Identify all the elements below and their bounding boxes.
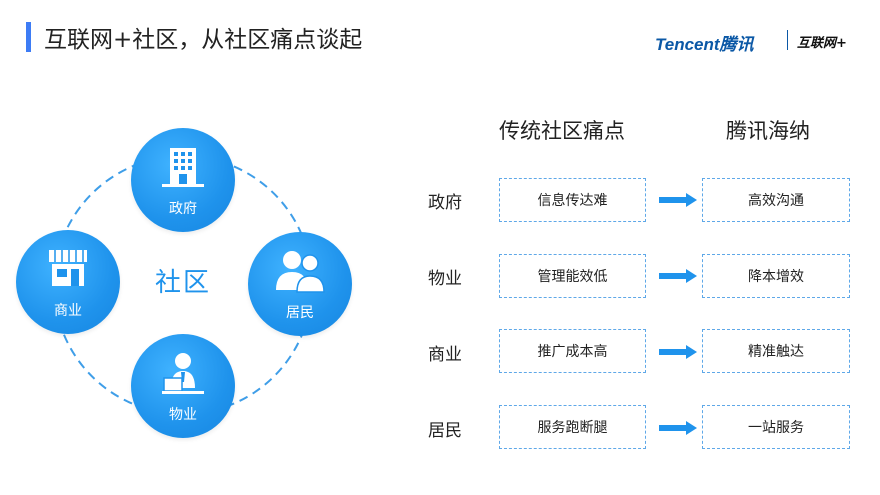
page-title: 互联网+社区，从社区痛点谈起 <box>44 27 363 53</box>
pain-point-text: 管理能效低 <box>537 269 608 285</box>
node-label: 商业 <box>54 303 82 319</box>
solution-box: 降本增效 <box>702 254 850 298</box>
column-header-pain-points: 传统社区痛点 <box>499 119 625 143</box>
arrow-right-icon <box>659 193 697 207</box>
arrow-right-icon <box>659 269 697 283</box>
row-label: 物业 <box>428 269 462 289</box>
building-icon <box>162 148 204 187</box>
solution-box: 高效沟通 <box>702 178 850 222</box>
solution-text: 降本增效 <box>748 269 804 285</box>
pain-point-text: 信息传达难 <box>537 193 608 209</box>
pain-point-box: 服务跑断腿 <box>499 405 646 449</box>
solution-text: 高效沟通 <box>748 193 804 209</box>
node-residents: 居民 <box>248 232 352 336</box>
title-accent-bar <box>26 22 31 52</box>
pain-point-box: 推广成本高 <box>499 329 646 373</box>
row-label: 居民 <box>428 421 462 441</box>
row-label: 政府 <box>428 193 462 213</box>
community-center-label: 社区 <box>155 268 212 298</box>
pain-point-text: 推广成本高 <box>537 344 608 360</box>
tencent-logo: Tencent腾讯 <box>655 35 754 54</box>
shop-icon <box>49 250 87 286</box>
arrow-right-icon <box>659 345 697 359</box>
column-header-solution: 腾讯海纳 <box>726 119 810 143</box>
pain-point-box: 信息传达难 <box>499 178 646 222</box>
arrow-right-icon <box>659 421 697 435</box>
solution-text: 精准触达 <box>748 344 804 360</box>
pain-point-text: 服务跑断腿 <box>537 420 608 436</box>
property-manager-icon <box>162 353 204 394</box>
node-commerce: 商业 <box>16 230 120 334</box>
logo-divider <box>787 30 788 50</box>
node-property: 物业 <box>131 334 235 438</box>
node-government: 政府 <box>131 128 235 232</box>
node-label: 居民 <box>286 305 314 321</box>
solution-box: 精准触达 <box>702 329 850 373</box>
residents-icon <box>276 251 325 293</box>
partner-logo: 互联网+ <box>797 36 847 51</box>
solution-box: 一站服务 <box>702 405 850 449</box>
solution-text: 一站服务 <box>748 420 804 436</box>
pain-point-box: 管理能效低 <box>499 254 646 298</box>
node-label: 政府 <box>169 201 197 217</box>
row-label: 商业 <box>428 345 462 365</box>
node-label: 物业 <box>169 407 197 423</box>
